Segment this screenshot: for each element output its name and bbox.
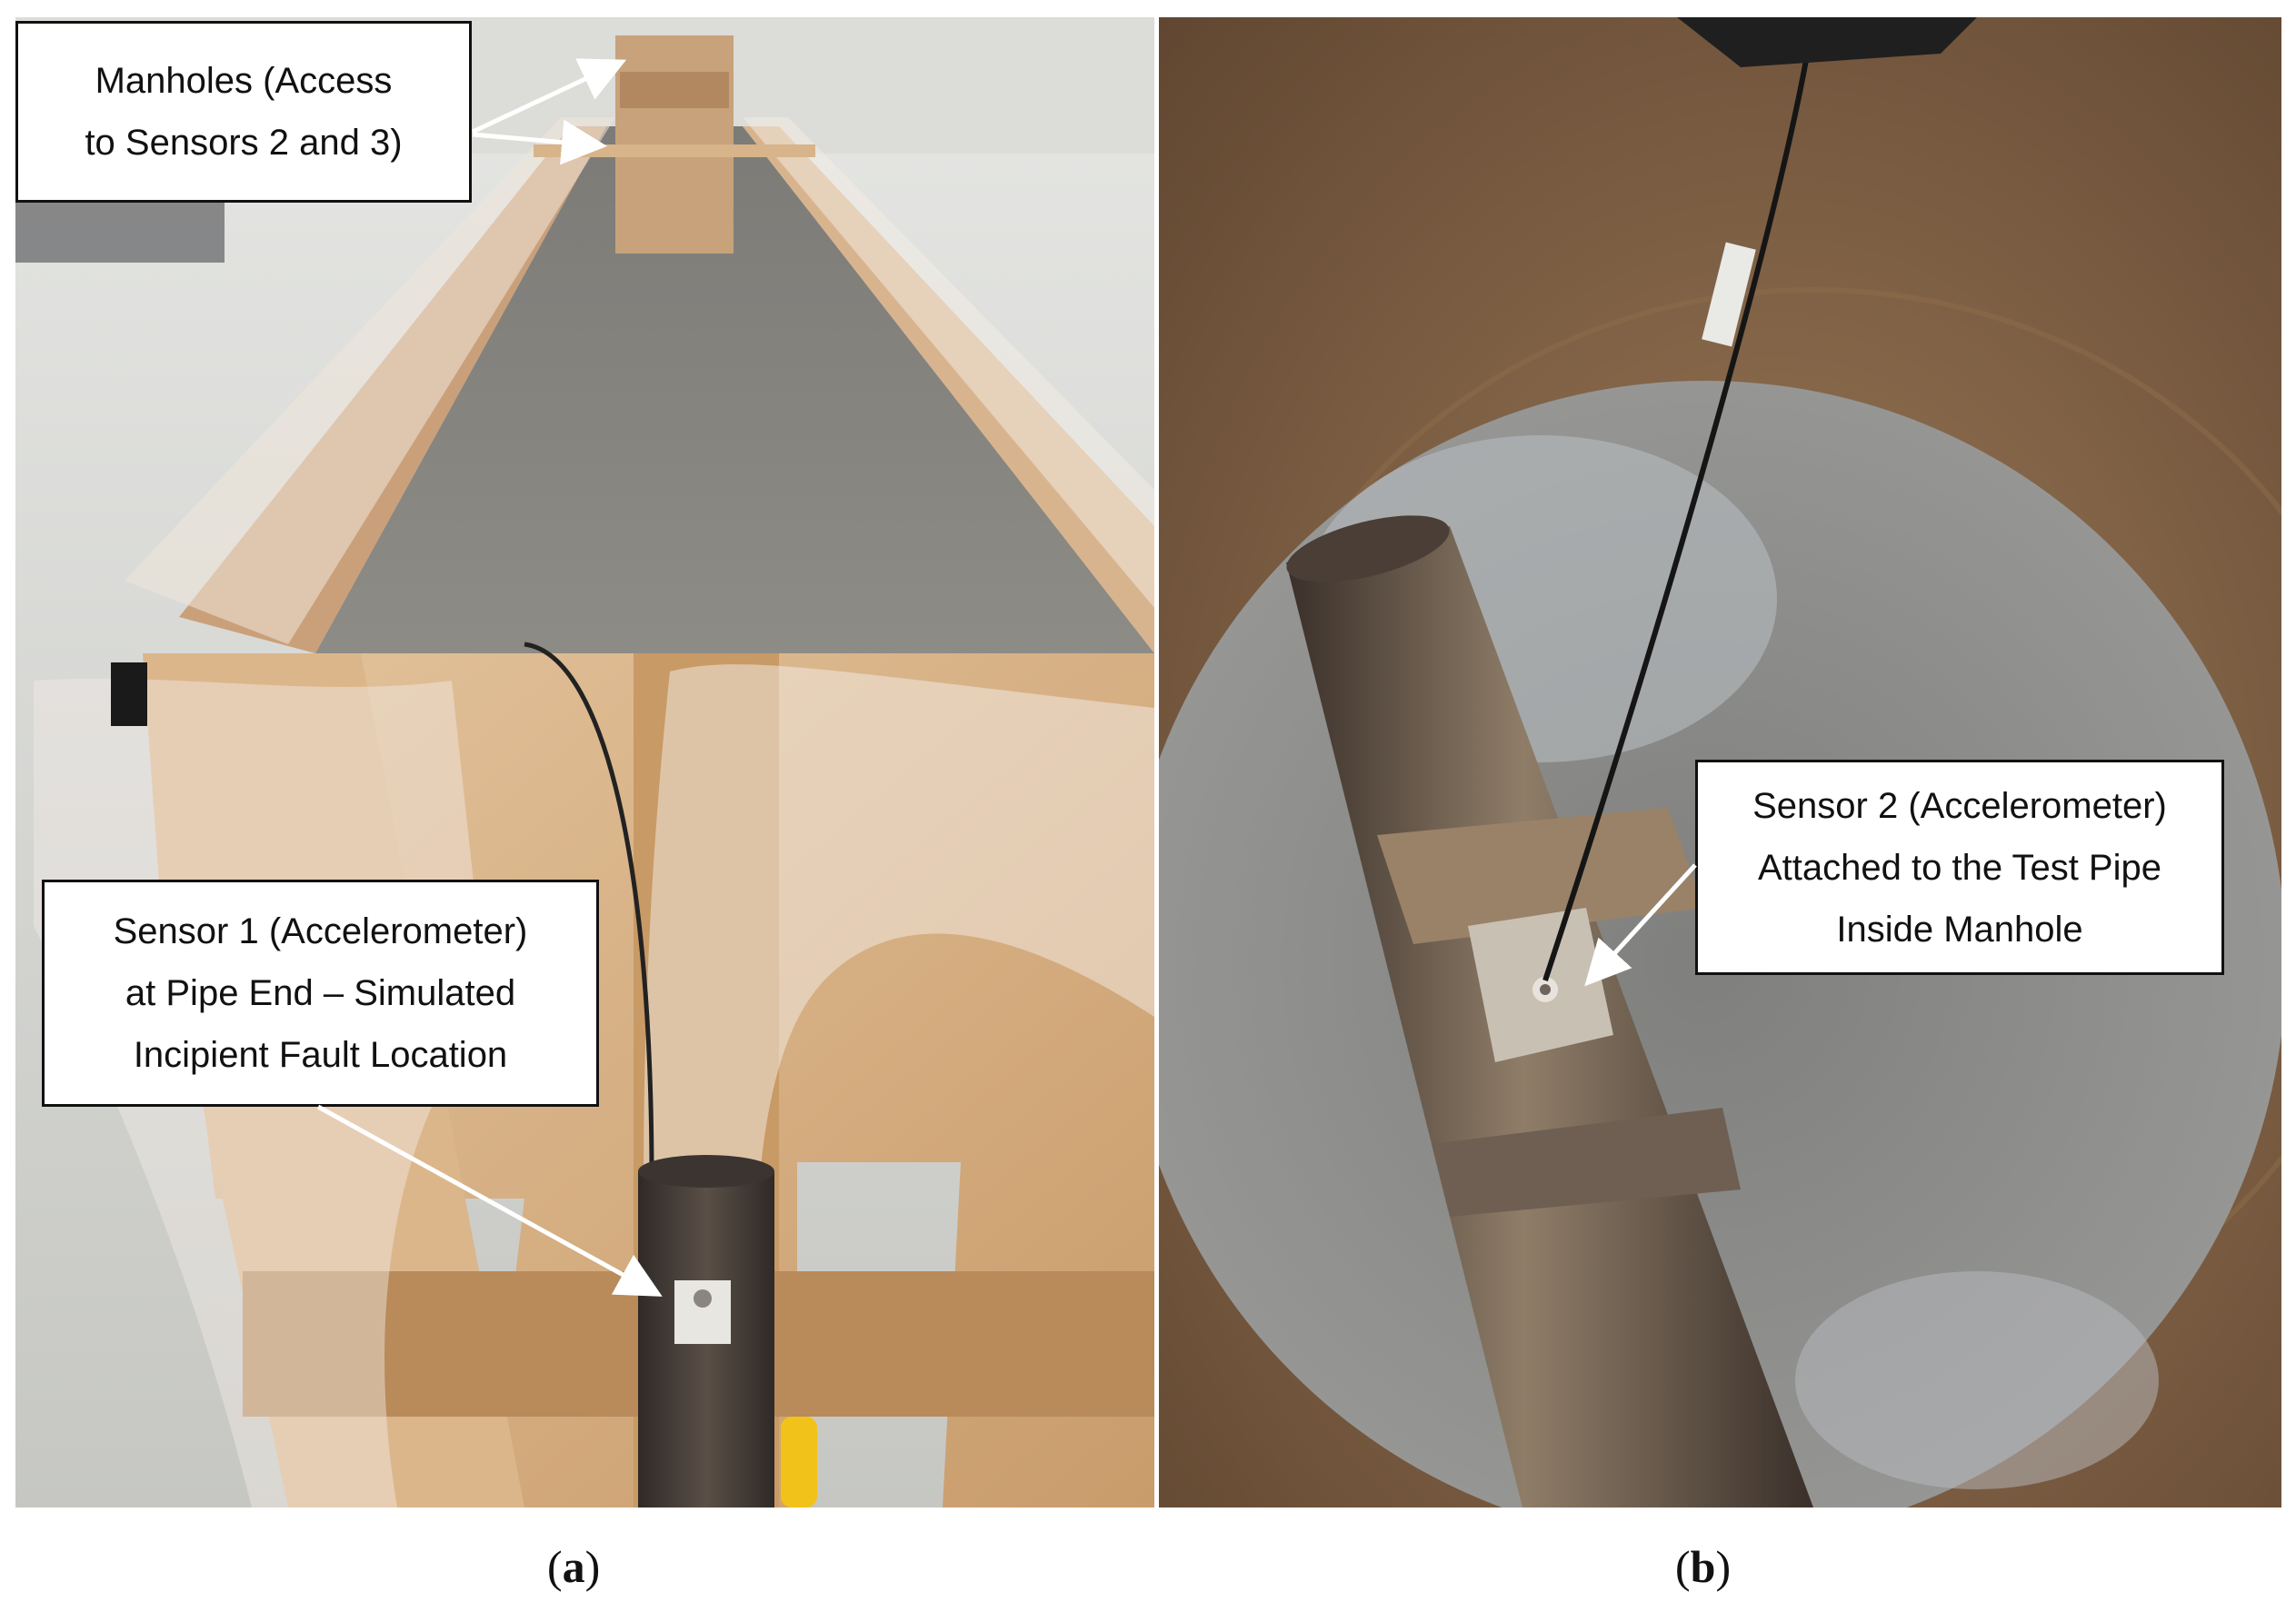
sensor2-callout-line-3: Inside Manhole (1836, 909, 2083, 950)
manholes-callout-line-1: Manholes (Access (95, 61, 393, 101)
photo-panel-a (15, 17, 1154, 1508)
manholes-callout-line-2: to Sensors 2 and 3) (85, 123, 403, 163)
sensor2-callout: Sensor 2 (Accelerometer) Attached to the… (1695, 760, 2224, 975)
sensor2-callout-line-2: Attached to the Test Pipe (1757, 847, 2161, 888)
sensor1-callout-line-1: Sensor 1 (Accelerometer) (113, 911, 528, 951)
sensor1-callout: Sensor 1 (Accelerometer) at Pipe End – S… (42, 880, 599, 1107)
sensor1-callout-line-2: at Pipe End – Simulated (125, 973, 516, 1013)
sensor2-callout-line-1: Sensor 2 (Accelerometer) (1752, 785, 2167, 826)
trench-box-photo (15, 17, 1154, 1508)
manholes-callout: Manholes (Access to Sensors 2 and 3) (15, 21, 472, 203)
sensor1-callout-line-3: Incipient Fault Location (133, 1035, 508, 1075)
panel-a-label: (a) (547, 1541, 601, 1592)
panel-b-label: (b) (1675, 1541, 1732, 1592)
